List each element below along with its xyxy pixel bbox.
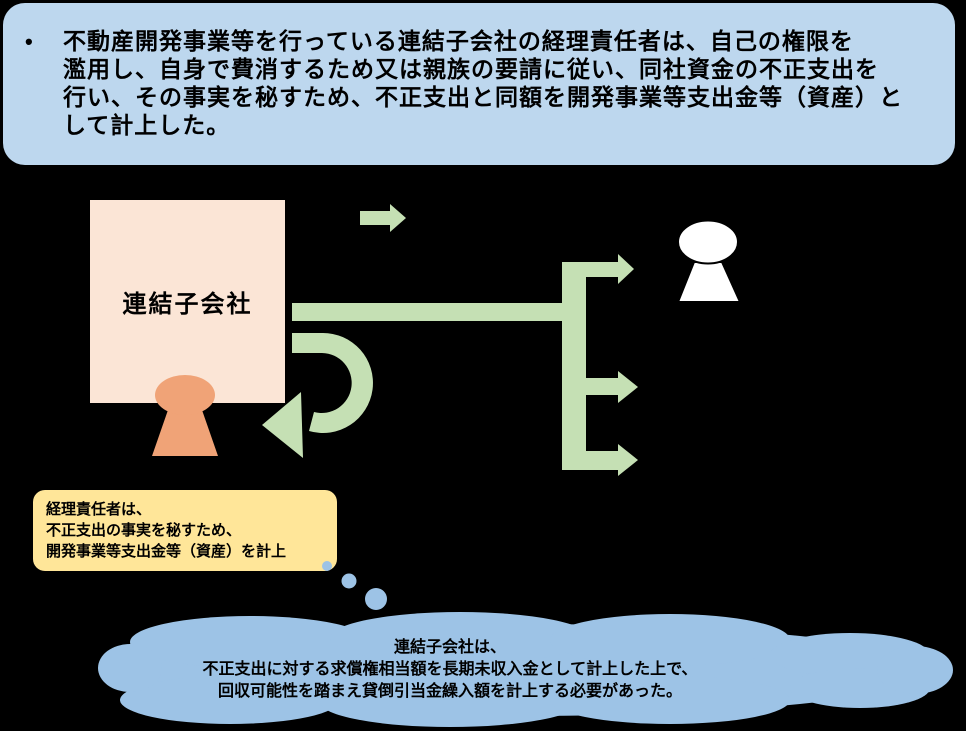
summary-line: 不動産開発事業等を行っている連結子会社の経理責任者は、自己の権限を <box>63 28 854 54</box>
arrow-right-small-icon <box>360 204 406 232</box>
note-line: 経理責任者は、 <box>46 501 152 518</box>
branch-arrow-top-icon <box>562 254 634 284</box>
branch-arrow-middle-icon <box>586 371 638 403</box>
summary-text: 不動産開発事業等を行っている連結子会社の経理責任者は、自己の権限を 濫用し、自身… <box>63 27 903 139</box>
white-person-icon <box>676 219 742 303</box>
note-line: 不正支出の事実を秘すため、 <box>46 522 242 539</box>
subsidiary-box: 連結子会社 <box>90 200 285 403</box>
cloud-line: 不正支出に対する求償権相当額を長期未収入金として計上した上で、 <box>202 661 698 678</box>
subsidiary-box-label: 連結子会社 <box>122 291 253 318</box>
note-line: 開発事業等支出金等（資産）を計上 <box>46 543 287 560</box>
branch-bar <box>562 262 586 470</box>
cloud-line: 回収可能性を踏まえ貸倒引当金繰入額を計上する必要があった。 <box>217 683 682 700</box>
summary-line: して計上した。 <box>63 112 231 138</box>
cloud-line: 連結子会社は、 <box>393 639 506 656</box>
summary-callout: • 不動産開発事業等を行っている連結子会社の経理責任者は、自己の権限を 濫用し、… <box>3 3 955 165</box>
summary-line: 濫用し、自身で費消するため又は親族の要請に従い、同社資金の不正支出を <box>63 56 879 82</box>
cloud-text: 連結子会社は、 不正支出に対する求償権相当額を長期未収入金として計上した上で、 … <box>100 637 800 703</box>
branch-arrow-bottom-icon <box>586 444 638 476</box>
bullet-marker: • <box>25 29 33 54</box>
note-callout: 経理責任者は、 不正支出の事実を秘すため、 開発事業等支出金等（資産）を計上 <box>33 490 337 571</box>
main-flow-arrow-icon <box>292 303 586 321</box>
summary-line: 行い、その事実を秘すため、不正支出と同額を開発事業等支出金等（資産）と <box>63 84 903 110</box>
